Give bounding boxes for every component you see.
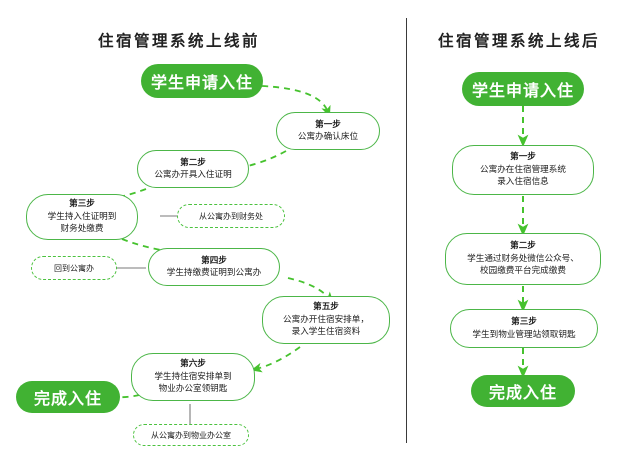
left-step-6-box[interactable]: 第六步 学生持住宿安排单到 物业办公室领钥匙 [131,353,255,401]
left-step-3-box[interactable]: 第三步 学生持入住证明到 财务处缴费 [26,194,138,240]
panel-divider [406,18,407,443]
right-step-3-head: 第三步 [511,317,537,327]
left-step-6-line-2: 物业办公室领钥匙 [158,384,228,395]
connector-left-start-to-step1 [261,85,331,118]
right-panel-title: 住宿管理系统上线后 [438,31,601,50]
left-start-pill[interactable]: 学生申请入住 [141,64,263,98]
right-step-1-line-1: 公寓办在住宿管理系统 [480,164,566,175]
left-step-5-head: 第五步 [313,302,339,313]
left-step-6-head: 第六步 [180,359,206,370]
left-step-2-line-1: 公寓办开具入住证明 [154,170,232,180]
left-step-4-box[interactable]: 第四步 学生持缴费证明到公寓办 [148,248,280,286]
left-step-3-line-2: 财务处缴费 [60,224,104,235]
left-step-2-box[interactable]: 第二步 公寓办开具入住证明 [137,150,249,188]
right-step-2-line-1: 学生通过财务处微信公众号、 [467,253,579,264]
right-step-1-line-2: 录入住宿信息 [497,177,549,188]
left-step-5-line-2: 录入学生住宿资料 [291,327,361,338]
left-step-1-line-1: 公寓办确认床位 [297,132,359,142]
left-note-3: 从公寓办到物业办公室 [133,424,249,446]
left-step-5-line-1: 公寓办开住宿安排单， [283,314,369,325]
left-step-3-head: 第三步 [69,199,95,210]
connector-left-step5-to-step6 [250,346,301,373]
left-step-4-head: 第四步 [201,255,227,266]
right-step-1-box[interactable]: 第一步 公寓办在住宿管理系统 录入住宿信息 [452,145,594,195]
right-step-2-box[interactable]: 第二步 学生通过财务处微信公众号、 校园缴费平台完成缴费 [445,233,601,285]
right-step-1-head: 第一步 [510,152,536,163]
right-end-pill[interactable]: 完成入住 [471,375,575,407]
left-end-pill[interactable]: 完成入住 [16,381,120,413]
left-step-1-head: 第一步 [315,119,341,130]
right-start-pill[interactable]: 学生申请入住 [462,72,584,106]
left-step-5-box[interactable]: 第五步 公寓办开住宿安排单， 录入学生住宿资料 [262,296,390,344]
right-step-3-box[interactable]: 第三步 学生到物业管理站领取钥匙 [450,309,598,348]
right-step-2-line-2: 校园缴费平台完成缴费 [480,266,566,277]
left-step-1-box[interactable]: 第一步 公寓办确认床位 [276,112,380,150]
left-step-3-line-1: 学生持入住证明到 [47,211,117,222]
right-step-2-head: 第二步 [510,241,536,252]
left-panel-title: 住宿管理系统上线前 [98,31,261,50]
left-step-2-head: 第二步 [180,157,206,168]
right-step-3-line-1: 学生到物业管理站领取钥匙 [472,329,576,340]
left-note-1: 从公寓办到财务处 [177,204,285,228]
left-step-4-line-1: 学生持缴费证明到公寓办 [166,268,262,278]
left-note-2: 回到公寓办 [31,256,117,280]
left-step-6-line-1: 学生持住宿安排单到 [154,371,232,382]
